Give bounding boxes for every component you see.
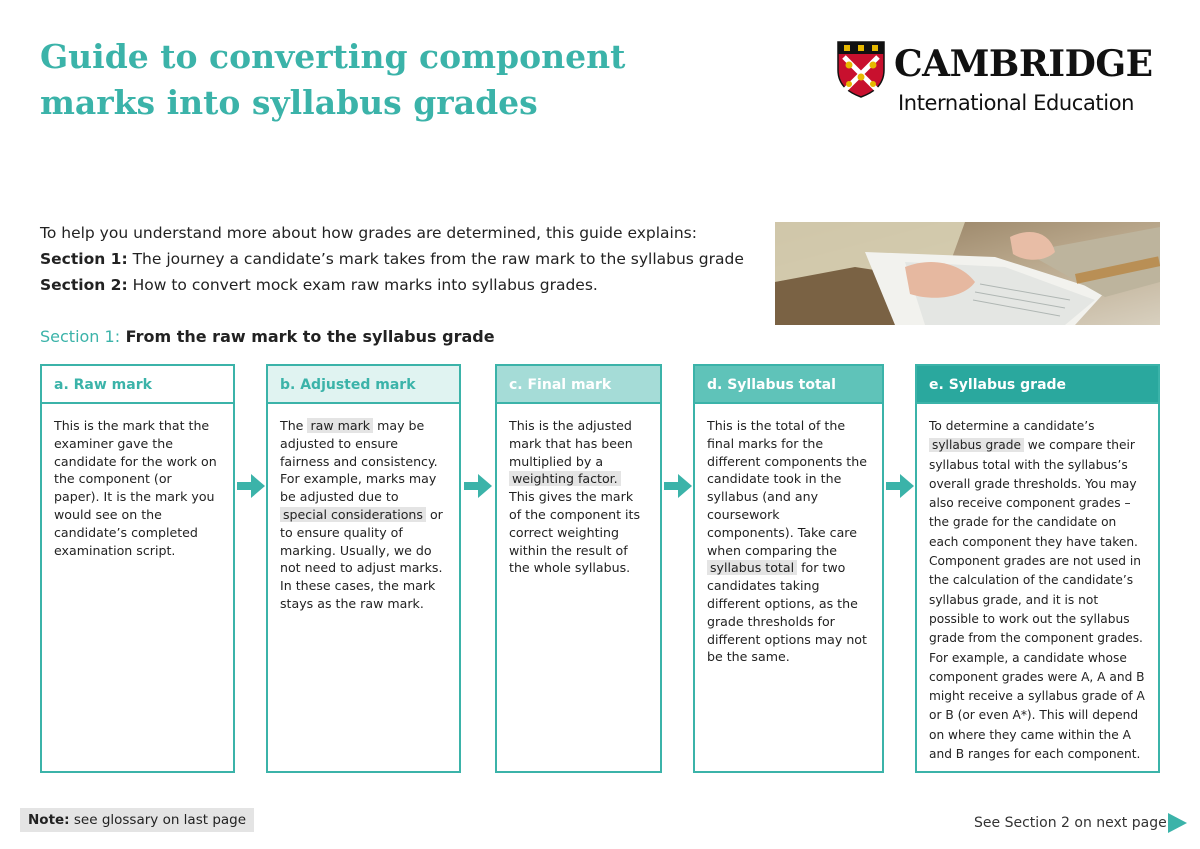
- card-text: may be adjusted to ensure fairness and c…: [280, 418, 438, 505]
- glossary-term-raw-mark: raw mark: [307, 418, 374, 433]
- card-header: a. Raw mark: [42, 366, 233, 404]
- glossary-term-syllabus-grade: syllabus grade: [929, 438, 1024, 453]
- glossary-term-syllabus-total: syllabus total: [707, 560, 798, 576]
- intro-section2-label: Section 2:: [40, 276, 128, 294]
- card-header: d. Syllabus total: [695, 366, 882, 404]
- card-final-mark: c. Final mark This is the adjusted mark …: [495, 364, 662, 773]
- card-header: c. Final mark: [497, 366, 660, 404]
- card-text: or to ensure quality of marking. Usually…: [280, 506, 443, 611]
- card-text: This is the total of the final marks for…: [707, 418, 867, 558]
- arrow-right-icon: [886, 474, 914, 498]
- glossary-term-weighting-factor: weighting factor.: [509, 471, 621, 487]
- intro-section1-text: The journey a candidate’s mark takes fro…: [127, 250, 744, 268]
- card-text: This gives the mark of the component its…: [509, 489, 641, 576]
- card-body: This is the mark that the examiner gave …: [42, 404, 233, 559]
- card-text: This is the mark that the examiner gave …: [54, 418, 217, 558]
- intro-paragraph: To help you understand more about how gr…: [40, 220, 760, 298]
- cambridge-logo: CAMBRIDGE International Education: [836, 40, 1166, 120]
- arrow-right-icon: [664, 474, 692, 498]
- brand-name: CAMBRIDGE: [894, 43, 1153, 85]
- card-body: This is the adjusted mark that has been …: [497, 404, 660, 577]
- card-text: we compare their syllabus total with the…: [929, 438, 1145, 762]
- title-line-1: Guide to converting component: [40, 37, 626, 76]
- section-1-heading: Section 1: From the raw mark to the syll…: [40, 325, 495, 349]
- glossary-term-special-considerations: special considerations: [280, 506, 426, 522]
- section-1-label: Section 1:: [40, 327, 121, 346]
- card-text: for two candidates taking different opti…: [707, 560, 867, 665]
- note-text: see glossary on last page: [69, 812, 247, 828]
- card-header: e. Syllabus grade: [917, 366, 1158, 404]
- card-body: The raw mark may be adjusted to ensure f…: [268, 404, 459, 613]
- arrow-right-icon: [237, 474, 265, 498]
- card-body: To determine a candidate’s syllabus grad…: [917, 404, 1158, 764]
- card-syllabus-total: d. Syllabus total This is the total of t…: [693, 364, 884, 773]
- intro-line: To help you understand more about how gr…: [40, 224, 697, 242]
- title-line-2: marks into syllabus grades: [40, 83, 538, 122]
- intro-section2-text: How to convert mock exam raw marks into …: [127, 276, 598, 294]
- intro-section1-label: Section 1:: [40, 250, 128, 268]
- arrow-right-icon: [464, 474, 492, 498]
- play-triangle-icon[interactable]: [1166, 812, 1188, 834]
- card-text: This is the adjusted mark that has been …: [509, 418, 633, 469]
- next-page-link[interactable]: See Section 2 on next page: [974, 815, 1167, 831]
- note-label: Note:: [28, 812, 70, 828]
- section-1-title: From the raw mark to the syllabus grade: [120, 327, 495, 346]
- card-adjusted-mark: b. Adjusted mark The raw mark may be adj…: [266, 364, 461, 773]
- card-text: The: [280, 418, 308, 433]
- card-raw-mark: a. Raw mark This is the mark that the ex…: [40, 364, 235, 773]
- card-header: b. Adjusted mark: [268, 366, 459, 404]
- page-title: Guide to converting component marks into…: [40, 34, 740, 126]
- glossary-note: Note: see glossary on last page: [20, 808, 255, 832]
- cambridge-crest-icon: [837, 41, 885, 98]
- card-body: This is the total of the final marks for…: [695, 404, 882, 666]
- card-text: To determine a candidate’s: [929, 419, 1095, 433]
- exam-scripts-photo: [775, 222, 1160, 325]
- card-syllabus-grade: e. Syllabus grade To determine a candida…: [915, 364, 1160, 773]
- brand-subtitle: International Education: [898, 91, 1135, 115]
